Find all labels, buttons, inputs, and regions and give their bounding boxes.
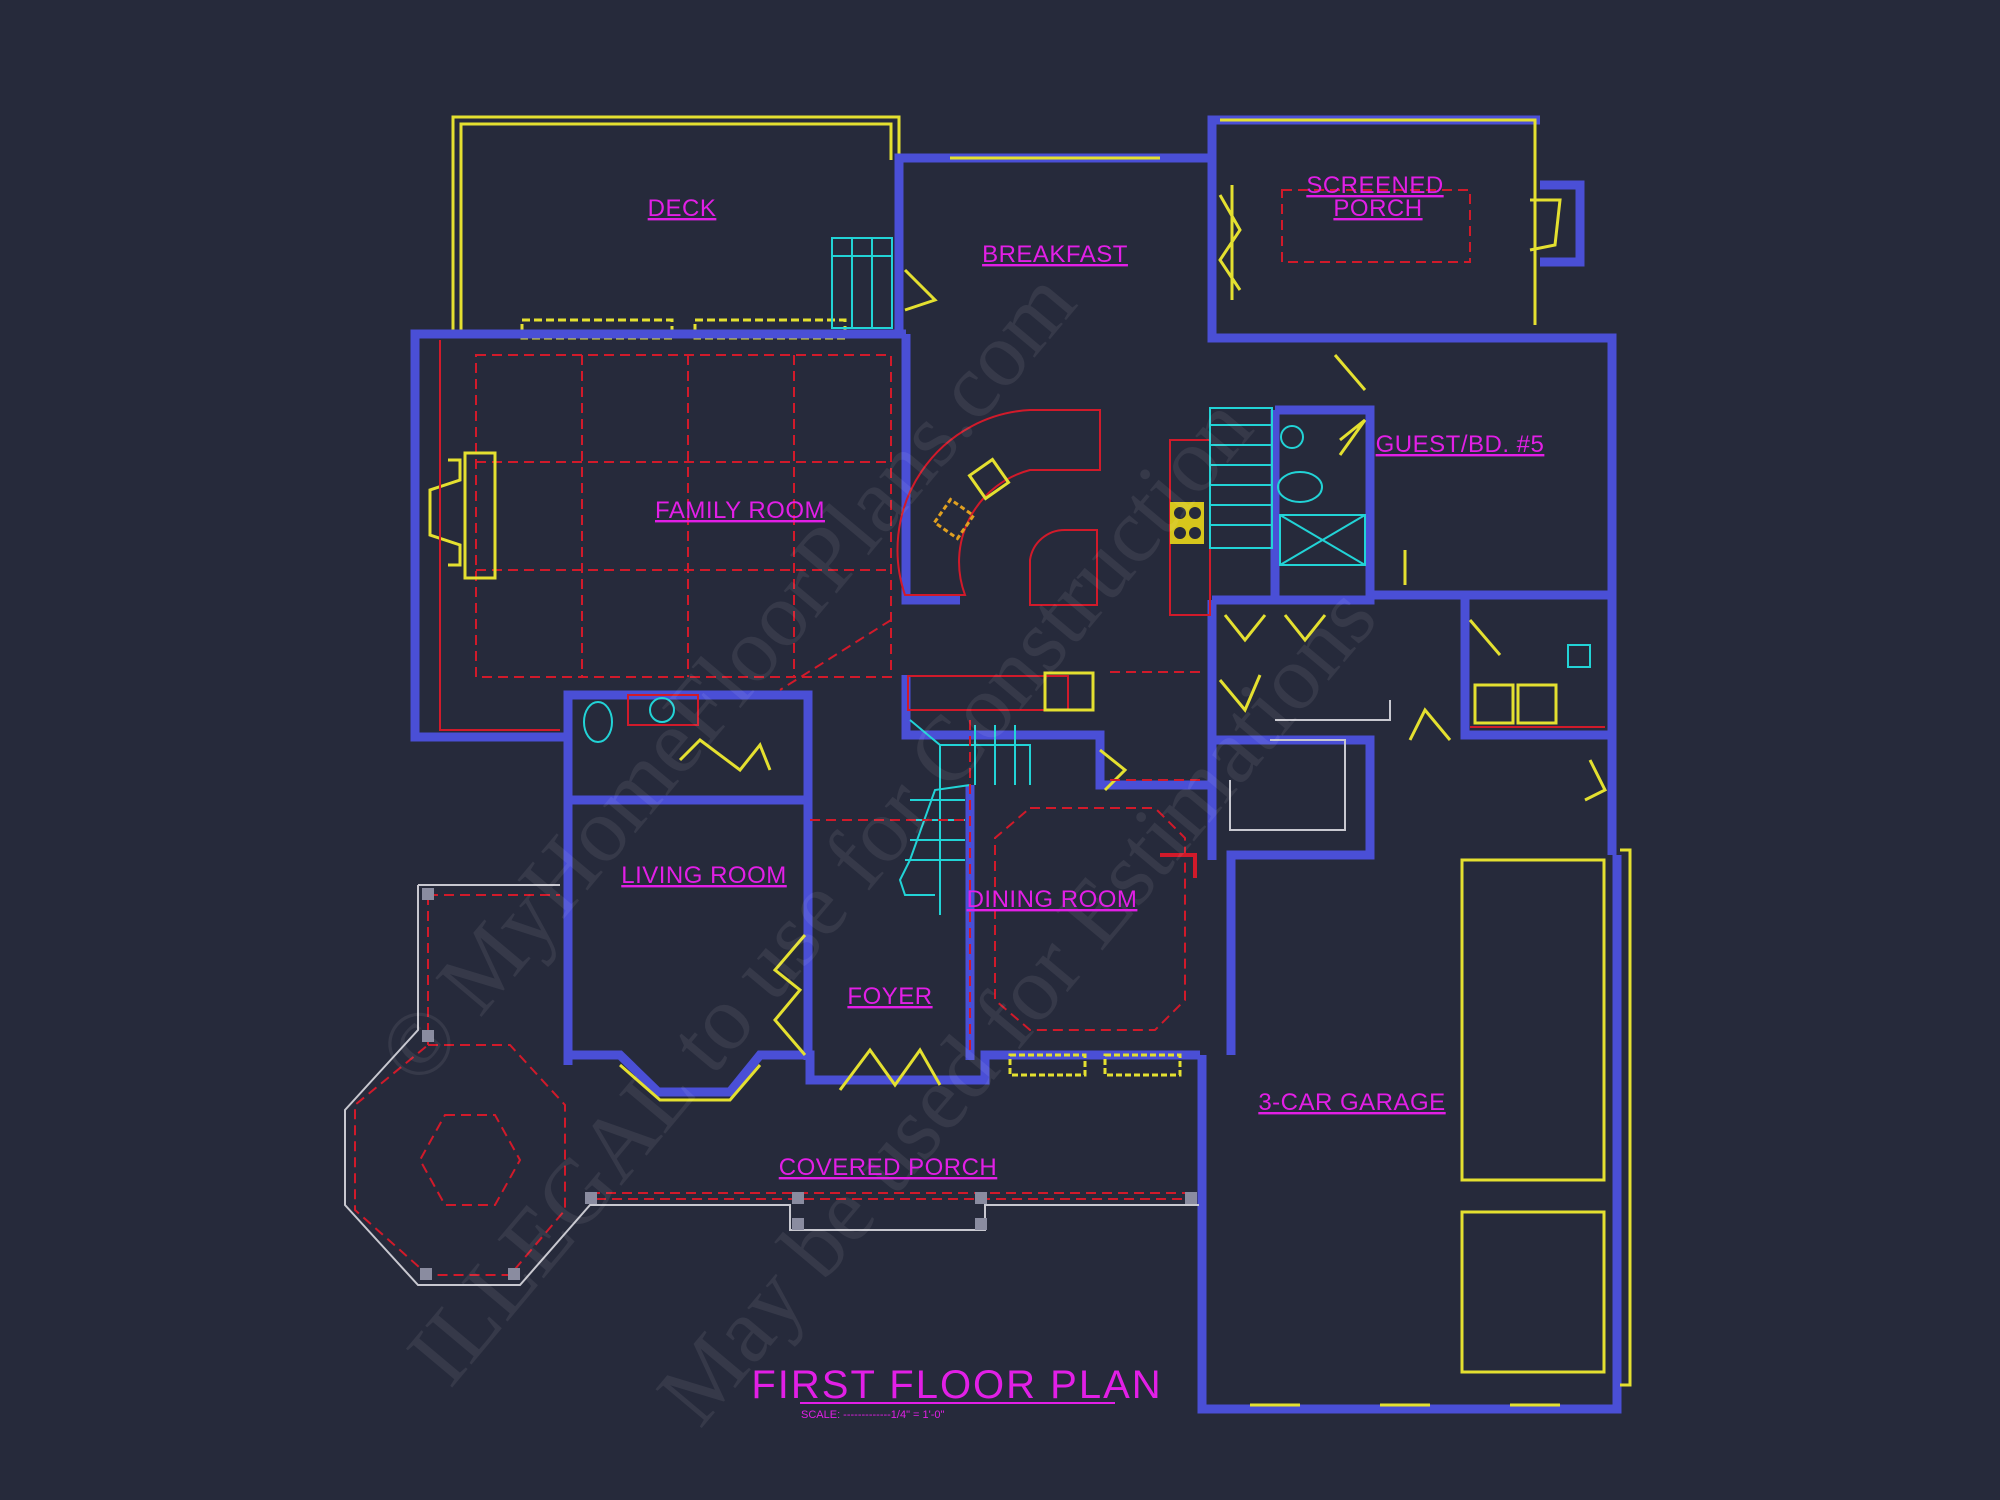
- main-stairs-icon: [898, 719, 1031, 915]
- dining-ceiling-outline: [994, 807, 1186, 1031]
- powder-room-fixtures: [583, 694, 772, 773]
- room-label-guest-bedroom: GUEST/BD. #5: [1376, 431, 1545, 458]
- doors: [619, 185, 1608, 1102]
- kitchen-counter: [907, 671, 1095, 712]
- room-label-foyer: FOYER: [847, 983, 932, 1010]
- room-label-breakfast: BREAKFAST: [982, 241, 1128, 268]
- covered-porch: [344, 884, 1199, 1286]
- room-label-screened-porch-1: SCREENED: [1306, 172, 1443, 199]
- room-label-family-room: FAMILY ROOM: [655, 497, 825, 524]
- family-room-ceiling-grid: [475, 354, 892, 691]
- fireplace-icon: [428, 451, 497, 580]
- screened-porch: [950, 118, 1562, 325]
- rear-stairs-icon: [1209, 407, 1273, 549]
- kitchen-island: [896, 409, 1101, 606]
- room-label-dining-room: DINING ROOM: [967, 886, 1138, 913]
- garage-cars: [1250, 848, 1632, 1407]
- watermark: © MyHomeFloorPlans.com ILLEGAL to use fo…: [357, 252, 1395, 1443]
- plan-scale: SCALE: -------------1/4" = 1'-0": [801, 1409, 945, 1421]
- guest-bath-fixtures: [1277, 425, 1366, 566]
- plan-title: FIRST FLOOR PLAN: [751, 1363, 1162, 1407]
- room-label-living-room: LIVING ROOM: [621, 862, 787, 889]
- room-label-garage: 3-CAR GARAGE: [1258, 1089, 1445, 1116]
- deck: [451, 115, 901, 340]
- room-label-deck: DECK: [648, 195, 717, 222]
- laundry-fixtures: [1470, 644, 1605, 728]
- interior-walls: [563, 334, 1612, 1060]
- deck-stairs-icon: [831, 237, 893, 329]
- room-label-screened-porch-2: PORCH: [1333, 195, 1422, 222]
- room-label-covered-porch: COVERED PORCH: [779, 1154, 998, 1181]
